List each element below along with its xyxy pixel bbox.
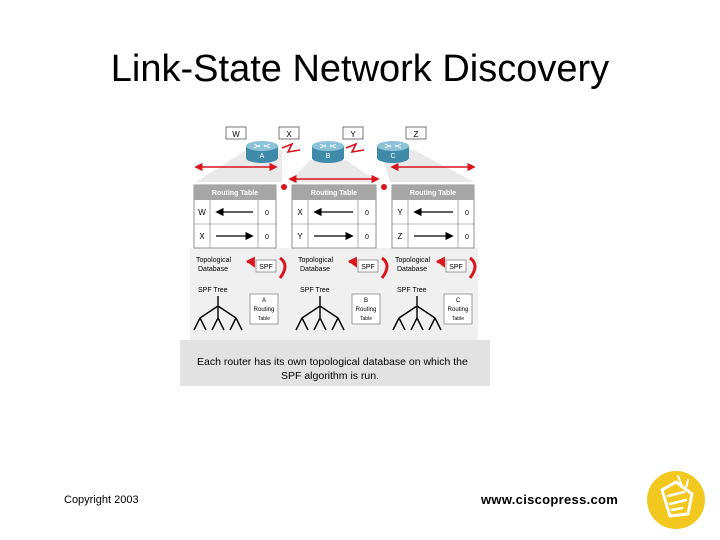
svg-text:X: X	[297, 208, 303, 217]
topology-row-a: Topological Database SPF	[196, 256, 287, 279]
svg-text:0: 0	[265, 210, 269, 217]
slide-title: Link-State Network Discovery	[110, 48, 610, 90]
lsa-link-bc	[345, 142, 365, 154]
svg-text:Routing: Routing	[448, 307, 469, 313]
svg-text:Y: Y	[397, 208, 403, 217]
svg-text:SPF Tree: SPF Tree	[300, 287, 330, 294]
svg-text:Database: Database	[300, 266, 330, 273]
svg-text:Z: Z	[398, 232, 403, 241]
svg-text:Database: Database	[397, 266, 427, 273]
svg-text:0: 0	[365, 210, 369, 217]
result-table-a: A Routing Table	[249, 293, 279, 325]
routing-table-a: Routing Table W 0 X 0	[193, 184, 277, 249]
result-table-c: C Routing Table	[443, 293, 473, 325]
spf-tree-a: SPF Tree	[193, 287, 243, 331]
svg-text:Table: Table	[258, 316, 270, 322]
svg-text:C: C	[390, 153, 395, 160]
svg-text:Each router has its own topolo: Each router has its own topological data…	[197, 356, 468, 368]
svg-text:Table: Table	[452, 316, 464, 322]
svg-text:0: 0	[365, 234, 369, 241]
svg-text:SPF Tree: SPF Tree	[397, 287, 427, 294]
svg-text:Routing: Routing	[356, 307, 377, 313]
router-c-icon: C	[377, 141, 409, 163]
svg-text:B: B	[364, 298, 368, 304]
table-connector-ab	[281, 184, 287, 190]
svg-text:Database: Database	[198, 266, 228, 273]
routing-table-b: Routing Table X 0 Y 0	[291, 184, 377, 249]
svg-text:Y: Y	[350, 130, 356, 139]
svg-text:A: A	[262, 298, 266, 304]
result-table-b: B Routing Table	[351, 293, 381, 325]
svg-text:Routing Table: Routing Table	[410, 190, 456, 197]
svg-text:W: W	[232, 130, 240, 139]
svg-text:Table: Table	[360, 316, 372, 322]
svg-text:SPF: SPF	[449, 264, 463, 271]
svg-text:X: X	[199, 232, 205, 241]
svg-text:SPF Tree: SPF Tree	[198, 287, 228, 294]
svg-text:0: 0	[265, 234, 269, 241]
topology-row-c: Topological Database SPF	[395, 256, 477, 279]
svg-text:SPF: SPF	[361, 264, 375, 271]
network-x: X	[278, 126, 300, 140]
network-w: W	[225, 126, 247, 140]
svg-text:Z: Z	[414, 130, 419, 139]
network-z: Z	[405, 126, 427, 140]
svg-text:Topological: Topological	[196, 257, 231, 264]
spf-tree-c: SPF Tree	[392, 287, 442, 331]
routing-table-c: Routing Table Y 0 Z 0	[391, 184, 475, 249]
network-y: Y	[342, 126, 364, 140]
lsa-link-ab	[281, 142, 301, 154]
svg-text:Topological: Topological	[298, 257, 333, 264]
svg-text:0: 0	[465, 210, 469, 217]
svg-text:C: C	[456, 298, 461, 304]
svg-text:0: 0	[465, 234, 469, 241]
svg-text:Y: Y	[297, 232, 303, 241]
router-b-icon: B	[312, 141, 344, 163]
svg-text:Routing Table: Routing Table	[212, 190, 258, 197]
svg-text:A: A	[260, 153, 265, 160]
publisher-url: www.ciscopress.com	[481, 492, 619, 507]
svg-text:X: X	[286, 130, 292, 139]
diagram-caption: Each router has its own topological data…	[180, 340, 490, 386]
copyright-text: Copyright 2003	[64, 494, 139, 506]
cisco-press-logo-icon	[647, 471, 705, 529]
svg-text:W: W	[198, 208, 206, 217]
svg-text:B: B	[326, 153, 331, 160]
spf-tree-b: SPF Tree	[295, 287, 345, 331]
topology-row-b: Topological Database SPF	[298, 256, 389, 279]
svg-text:SPF: SPF	[259, 264, 273, 271]
table-connector-bc	[381, 184, 387, 190]
svg-text:SPF algorithm is run.: SPF algorithm is run.	[281, 370, 379, 382]
svg-text:Topological: Topological	[395, 257, 430, 264]
svg-text:Routing: Routing	[254, 307, 275, 313]
svg-text:Routing Table: Routing Table	[311, 190, 357, 197]
router-a-icon: A	[246, 141, 278, 163]
